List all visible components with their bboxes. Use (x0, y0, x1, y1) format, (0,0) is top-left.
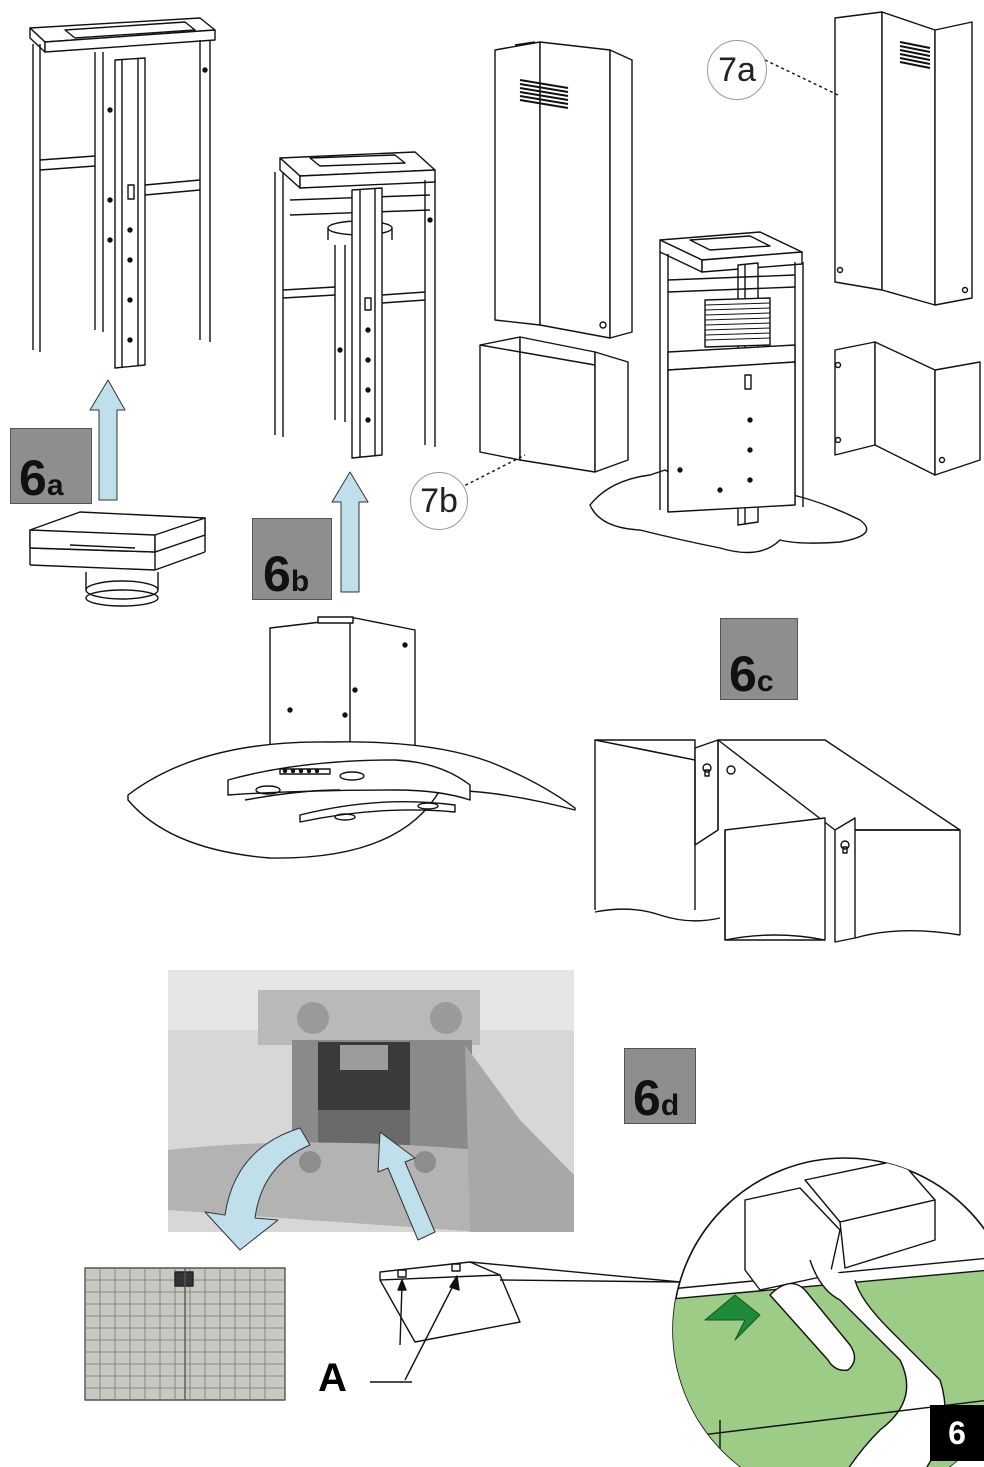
step-6c-number: 6 (729, 646, 757, 702)
keyhole-detail-6c (594, 739, 961, 943)
callout-7b: 7b (410, 472, 468, 530)
arrow-up-6a (89, 379, 126, 501)
step-6a-number: 6 (19, 450, 47, 506)
cover-7a-upper (834, 11, 973, 306)
grease-filter (84, 1267, 286, 1401)
frame-6b (274, 151, 436, 459)
page-number-badge: 6 (930, 1405, 984, 1461)
step-6d-number: 6 (633, 1070, 661, 1126)
step-label-6a: 6 a (10, 428, 92, 504)
step-label-6c: 6 c (720, 618, 798, 700)
frame-6a (29, 17, 216, 369)
curved-arrow-remove-filter (204, 1127, 311, 1251)
step-6b-letter: b (290, 565, 310, 598)
callout-7a-leader (764, 59, 839, 96)
callout-7a: 7a (707, 40, 767, 100)
filter-outline (370, 1261, 681, 1383)
chimney-lower-cover (479, 336, 629, 473)
arrow-up-6b (331, 471, 369, 593)
step-6b-number: 6 (263, 546, 291, 602)
cover-7a-lower (834, 341, 981, 476)
step-label-6b: 6 b (252, 518, 332, 600)
hood-body (127, 616, 576, 859)
chimney-upper-cover (494, 41, 633, 339)
frame-on-ceiling (589, 231, 868, 554)
photo-6d (168, 970, 574, 1232)
pointer-label-a: A (318, 1356, 347, 1400)
step-6a-letter: a (46, 469, 64, 502)
arrow-up-6d (377, 1131, 436, 1241)
step-6d-letter: d (660, 1089, 680, 1122)
zoom-detail-circle (672, 1157, 984, 1467)
step-label-6d: 6 d (624, 1048, 696, 1124)
step-6c-letter: c (756, 665, 774, 698)
callout-7b-leader (459, 454, 526, 489)
transition-box-6a (29, 511, 206, 607)
